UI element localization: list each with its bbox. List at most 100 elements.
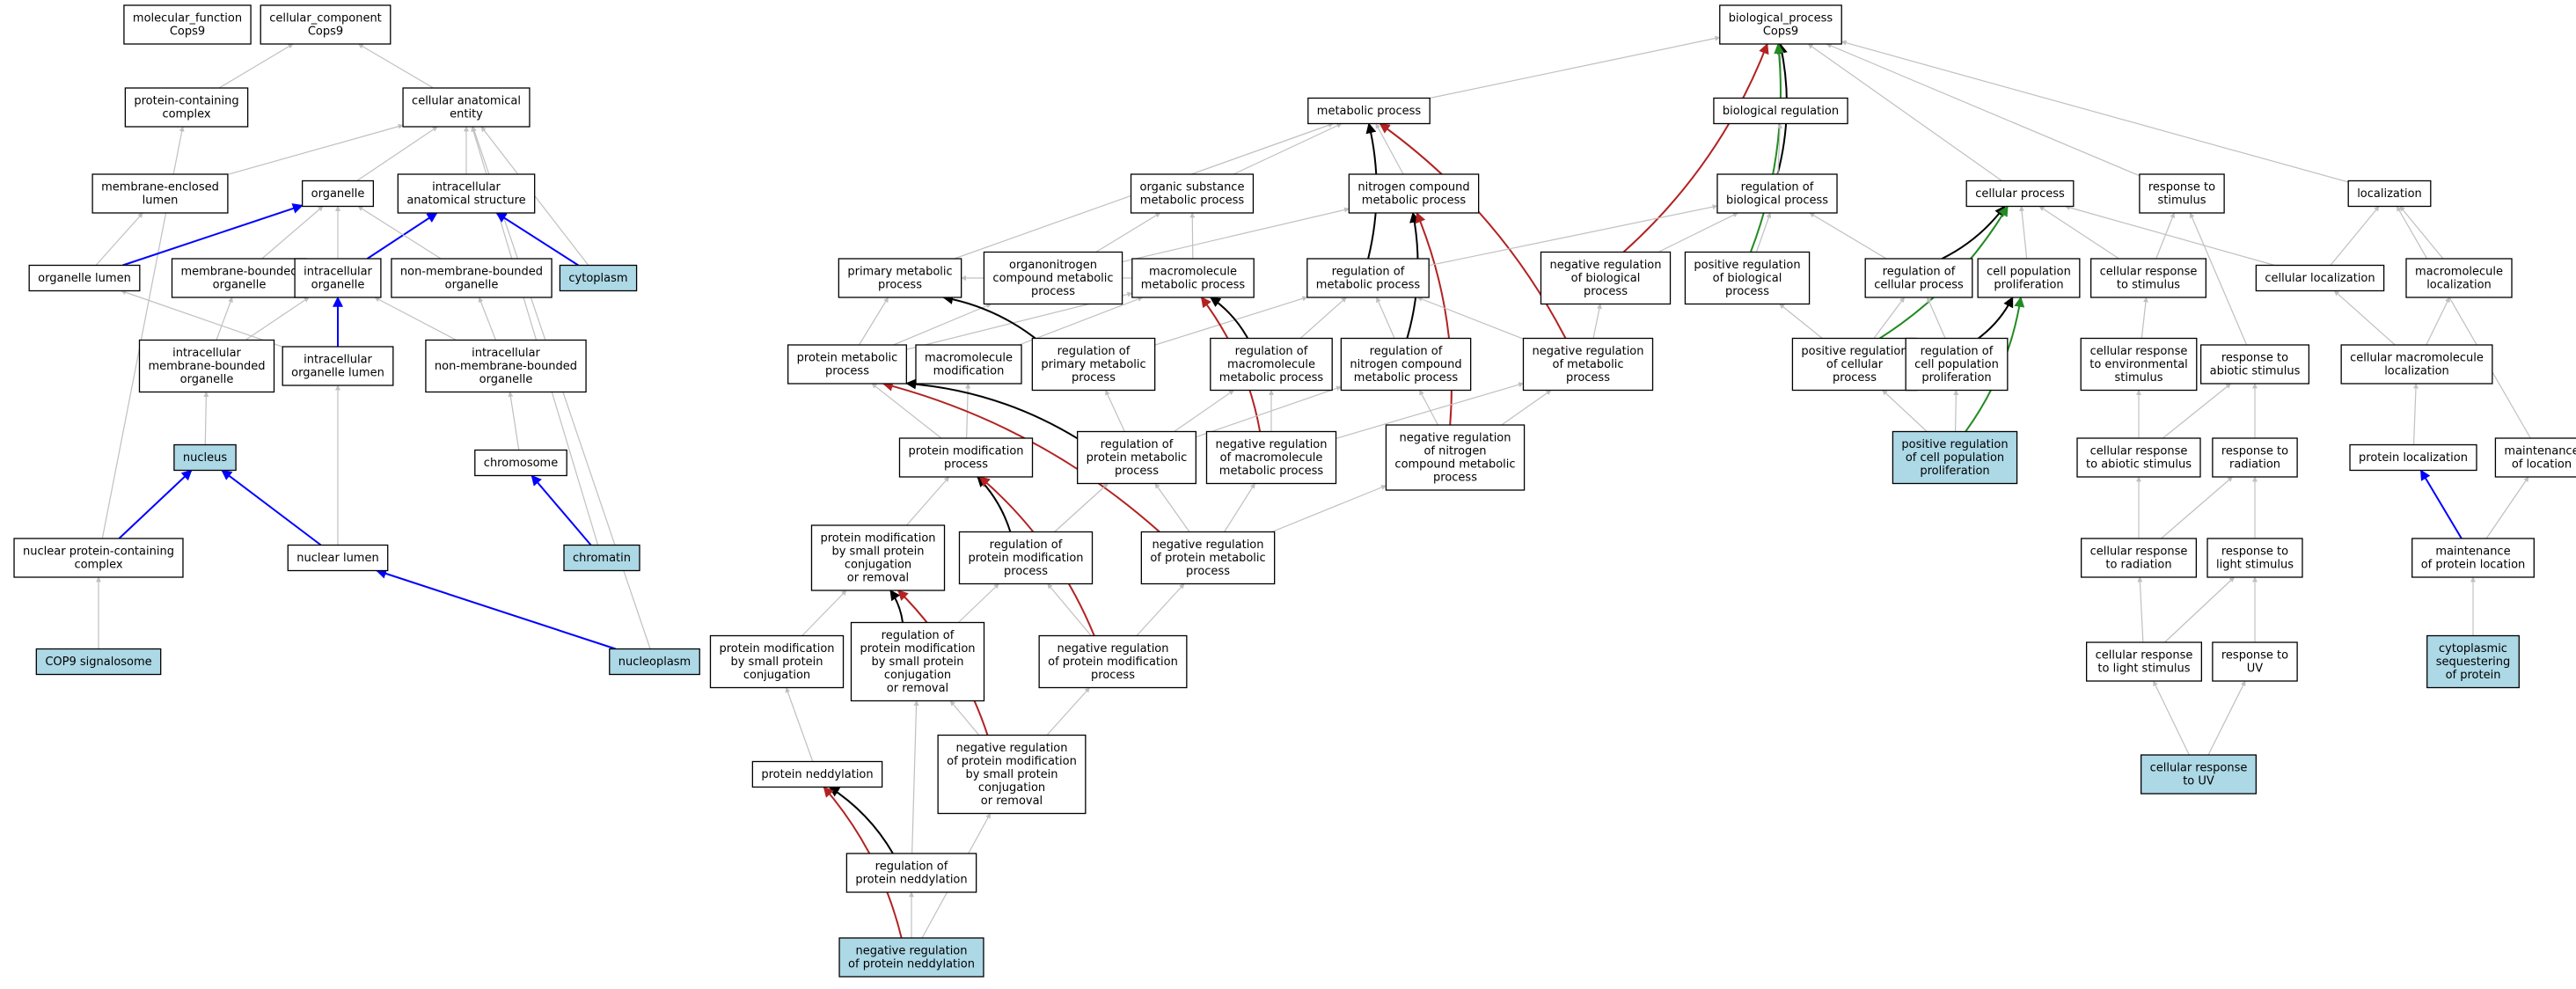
node-label-line: complex xyxy=(162,108,210,121)
go-term-node-npl[interactable]: nucleoplasm xyxy=(609,648,700,676)
node-label-line: process xyxy=(1833,371,1877,385)
edge-is-a-nrncmp-to-nrmp xyxy=(1501,390,1552,426)
go-term-node-cp[interactable]: cellular process xyxy=(1965,179,2075,208)
go-term-node-chr[interactable]: chromosome xyxy=(474,449,567,477)
go-term-node-inmbo[interactable]: intracellularnon-membrane-boundedorganel… xyxy=(425,339,587,393)
go-term-node-ploc[interactable]: protein localization xyxy=(2349,443,2477,472)
go-term-node-org[interactable]: organelle xyxy=(301,179,375,208)
node-box xyxy=(709,634,845,689)
node-label-line: lumen xyxy=(143,194,179,208)
go-term-node-pnedd[interactable]: protein neddylation xyxy=(751,760,883,788)
go-term-node-csn[interactable]: COP9 signalosome xyxy=(35,648,162,676)
go-term-node-nuc[interactable]: nucleus xyxy=(173,443,237,472)
go-term-node-cl[interactable]: cellular localization xyxy=(2255,264,2385,292)
node-box xyxy=(1719,4,1842,45)
node-box xyxy=(1210,337,1333,392)
node-label-line: process xyxy=(1725,285,1769,298)
go-term-node-br[interactable]: biological regulation xyxy=(1713,97,1848,125)
go-term-node-mp[interactable]: metabolic process xyxy=(1307,97,1431,125)
edge-neg-nrbp-to-bp xyxy=(1622,42,1769,253)
go-term-node-loc[interactable]: localization xyxy=(2347,179,2432,208)
node-label-line: process xyxy=(944,458,988,472)
node-label-line: to environmental xyxy=(2089,358,2188,371)
node-label-line: metabolic process xyxy=(1140,194,1245,208)
go-term-node-cyto[interactable]: cytoplasm xyxy=(559,264,638,292)
node-label-line: to radiation xyxy=(2105,559,2171,572)
node-label-line: response to xyxy=(2221,352,2288,365)
node-label-line: anatomical structure xyxy=(406,194,525,208)
node-box xyxy=(850,621,985,702)
node-label-line: localization xyxy=(2426,279,2492,292)
go-term-node-chrom[interactable]: chromatin xyxy=(563,544,640,572)
node-label-line: nucleus xyxy=(183,451,227,465)
edge-is-a-orgl-to-mel xyxy=(95,212,143,266)
go-term-node-nl[interactable]: nuclear lumen xyxy=(287,544,389,572)
go-term-node-orgl[interactable]: organelle lumen xyxy=(28,264,141,292)
node-label-line: macromolecule xyxy=(1227,358,1315,371)
edge-neg-nrncmp-to-ncmp xyxy=(1416,211,1453,426)
